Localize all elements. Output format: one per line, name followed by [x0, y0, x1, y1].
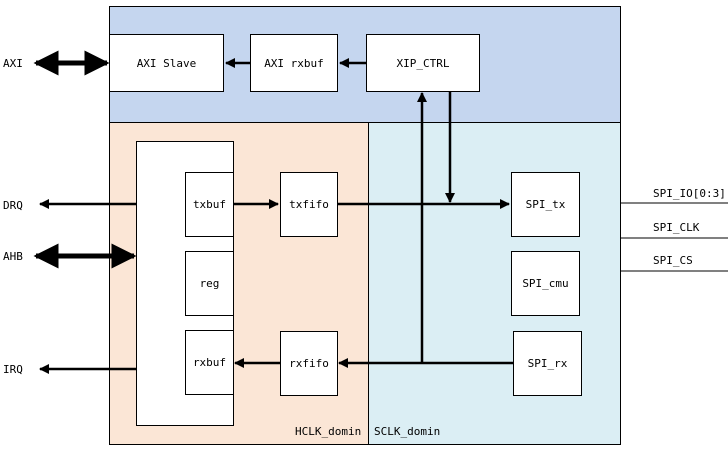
axi-label: AXI — [3, 57, 23, 70]
ahb-label: AHB — [3, 250, 23, 263]
reg-block: reg — [185, 251, 234, 316]
txbuf-block: txbuf — [185, 172, 234, 237]
axi-rxbuf-block: AXI rxbuf — [250, 34, 338, 92]
txfifo-block: txfifo — [280, 172, 338, 237]
rxbuf-block: rxbuf — [185, 330, 234, 395]
xip-ctrl-block: XIP_CTRL — [366, 34, 480, 92]
axi-slave-block: AXI Slave — [109, 34, 224, 92]
drq-label: DRQ — [3, 199, 23, 212]
rxfifo-block: rxfifo — [280, 331, 338, 396]
hclk-domain-label: HCLK_domin — [295, 425, 362, 438]
spi-tx-block: SPI_tx — [511, 172, 580, 237]
spi-rx-block: SPI_rx — [513, 331, 582, 396]
spi-cs-label: SPI_CS — [653, 254, 693, 267]
spi-clk-label: SPI_CLK — [653, 221, 700, 234]
spi-cmu-block: SPI_cmu — [511, 251, 580, 316]
spi-io-label: SPI_IO[0:3] — [653, 187, 726, 200]
irq-label: IRQ — [3, 363, 23, 376]
sclk-domain-label: SCLK_domin — [374, 425, 441, 438]
sclk-region — [368, 122, 621, 445]
